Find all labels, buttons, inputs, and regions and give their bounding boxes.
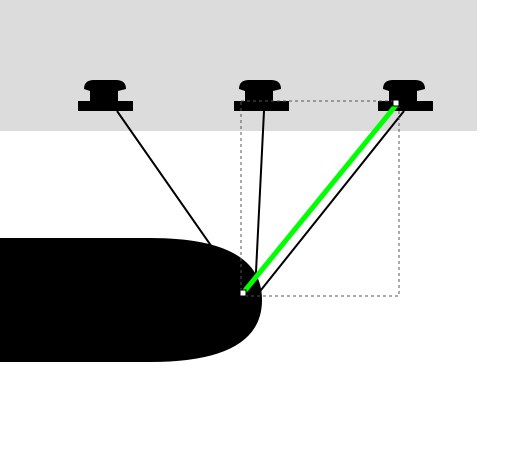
selection-handle-start[interactable]: [239, 289, 247, 297]
bollard-3[interactable]: [378, 80, 433, 111]
bollard-icon: [78, 80, 133, 111]
vessel-hull[interactable]: [0, 238, 262, 362]
bollard-2[interactable]: [234, 80, 289, 111]
mooring-line-1[interactable]: [116, 110, 243, 291]
dock-wall: [0, 0, 477, 131]
selected-line-highlight[interactable]: [241, 102, 399, 295]
bollard-icon: [378, 80, 433, 111]
bollard-1[interactable]: [78, 80, 133, 111]
mooring-line-3[interactable]: [256, 110, 405, 296]
selection-box: [240, 100, 400, 297]
mooring-line-2[interactable]: [254, 110, 265, 293]
bollard-icon: [234, 80, 289, 111]
selection-handle-end[interactable]: [392, 99, 400, 107]
